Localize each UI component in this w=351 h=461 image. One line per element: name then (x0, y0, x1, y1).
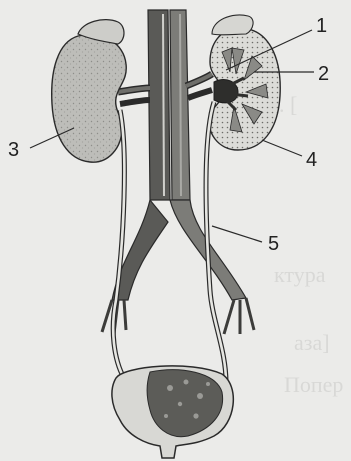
label-5: 5 (268, 234, 279, 254)
right-kidney-section (209, 15, 280, 150)
label-4: 4 (306, 150, 317, 170)
label-1: 1 (316, 16, 327, 36)
urinary-bladder (112, 366, 233, 458)
left-kidney (52, 20, 127, 163)
label-2: 2 (318, 64, 329, 84)
label-3: 3 (8, 140, 19, 160)
